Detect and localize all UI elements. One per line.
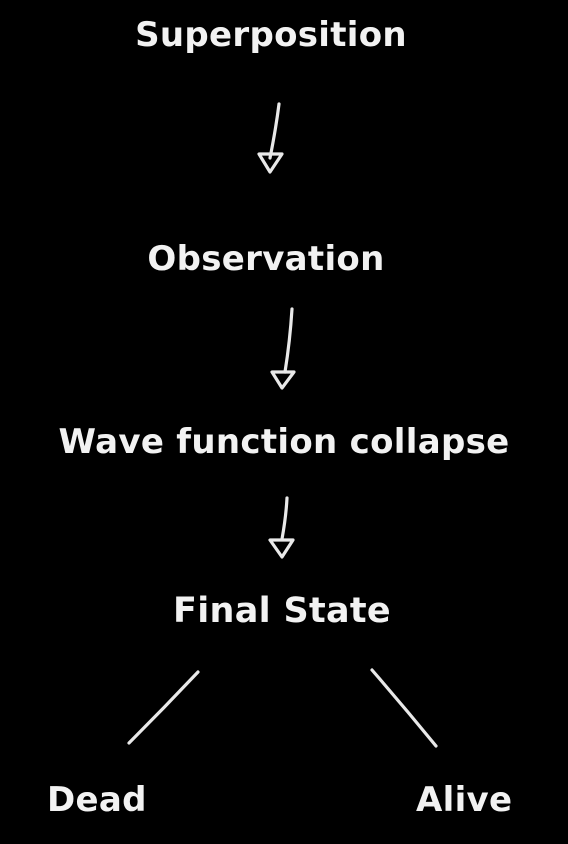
arrow-wave-function-collapse-to-final-state bbox=[268, 496, 295, 559]
arrow-shaft bbox=[283, 307, 294, 374]
arrow-superposition-to-observation bbox=[257, 102, 284, 174]
node-observation: Observation bbox=[147, 239, 385, 279]
node-wave-function-collapse: Wave function collapse bbox=[58, 422, 510, 462]
node-superposition: Superposition bbox=[135, 15, 407, 55]
node-final-state: Final State bbox=[173, 591, 391, 631]
arrow-head bbox=[257, 152, 284, 174]
arrow-observation-to-wave-function-collapse bbox=[270, 307, 296, 390]
arrow-shaft bbox=[280, 496, 289, 541]
line-final-state-to-dead bbox=[127, 670, 200, 745]
node-dead: Dead bbox=[47, 780, 147, 820]
arrow-head bbox=[270, 370, 296, 390]
arrow-head bbox=[268, 538, 295, 559]
arrow-shaft bbox=[268, 102, 281, 160]
line-final-state-to-alive bbox=[370, 668, 438, 748]
node-alive: Alive bbox=[416, 780, 513, 820]
